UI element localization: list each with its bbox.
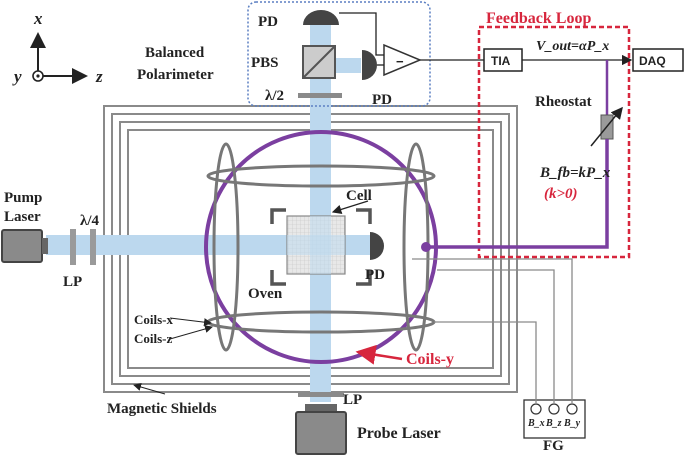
pbs-label: PBS <box>251 55 279 71</box>
cell-label: Cell <box>346 188 372 204</box>
diff-amp-icon <box>383 43 422 77</box>
polarimeter-box <box>247 1 431 107</box>
magnetic-shields-label: Magnetic Shields <box>107 401 217 417</box>
oven <box>270 208 372 286</box>
pump-laser-label-1: Pump <box>4 190 42 206</box>
pd-top-icon <box>303 10 339 25</box>
coils-z-arrow <box>169 325 213 340</box>
lp-bottom-label: LP <box>343 392 362 408</box>
rheostat-arrow <box>590 106 623 147</box>
lp-left-label: LP <box>63 274 82 290</box>
coils-z-label: Coils-z <box>134 331 173 346</box>
pump-laser-aperture <box>42 238 48 254</box>
quarter-wave-label: λ/4 <box>80 213 100 229</box>
z-axis-label: z <box>95 67 103 86</box>
pd-cell-label: PD <box>365 267 385 283</box>
lp-left-icon <box>70 229 76 265</box>
daq-box <box>632 48 684 72</box>
y-axis-label: y <box>12 67 22 86</box>
pump-laser-icon <box>1 229 43 263</box>
minus-sign: − <box>396 54 404 69</box>
probe-beam <box>310 22 331 402</box>
tia-label: TIA <box>491 54 511 68</box>
feedback-loop-label: Feedback Loop <box>486 10 591 27</box>
feedback-node <box>421 242 431 252</box>
cell-photodiode-icon <box>370 232 384 260</box>
bz-label: B_z <box>545 418 562 429</box>
vout-formula: V_out=αP_x <box>536 39 609 54</box>
pd-right-label: PD <box>372 92 392 108</box>
x-axis-label: x <box>33 9 43 28</box>
bx-label: B_x <box>527 418 545 429</box>
y-axis-dot-center <box>36 74 40 78</box>
cell-pump-overlay <box>287 235 345 255</box>
pd-top-label: PD <box>258 14 278 30</box>
fg-label: FG <box>543 438 564 454</box>
lp-bottom-icon <box>298 392 344 397</box>
probe-laser-label: Probe Laser <box>357 425 441 442</box>
wire-pd-top <box>339 12 384 56</box>
pbs-diagonal <box>302 45 336 79</box>
coils-y-label: Coils-y <box>406 351 454 368</box>
fg-terminals <box>530 403 578 415</box>
quarter-wave-plate-icon <box>90 229 96 265</box>
polarimeter-beam <box>331 58 361 73</box>
feedback-wire <box>426 139 609 249</box>
cell-arrow <box>331 200 369 215</box>
by-label: B_y <box>563 418 581 429</box>
shields-arrow <box>133 383 166 395</box>
k-condition: (k>0) <box>544 186 578 202</box>
probe-laser-icon <box>295 411 347 455</box>
pd-right-icon <box>362 50 377 80</box>
pump-laser-label-2: Laser <box>4 209 41 225</box>
fg-wires <box>412 258 573 404</box>
coils-x-arrow <box>169 317 212 327</box>
oven-label: Oven <box>248 286 283 302</box>
coils-x-label: Coils-x <box>134 312 174 327</box>
bfb-formula: B_fb=kP_x <box>539 165 611 181</box>
balanced-polarimeter-label-2: Polarimeter <box>137 67 214 83</box>
half-wave-label: λ/2 <box>265 88 284 104</box>
balanced-polarimeter-label-1: Balanced <box>145 45 205 61</box>
rheostat-label: Rheostat <box>535 94 592 110</box>
feedback-loop-box <box>477 25 631 259</box>
daq-label: DAQ <box>639 54 666 68</box>
coils-y-arrow <box>355 344 403 365</box>
half-wave-plate-icon <box>298 93 342 98</box>
probe-laser-aperture <box>305 404 337 413</box>
axes-group: x y z <box>12 9 103 86</box>
